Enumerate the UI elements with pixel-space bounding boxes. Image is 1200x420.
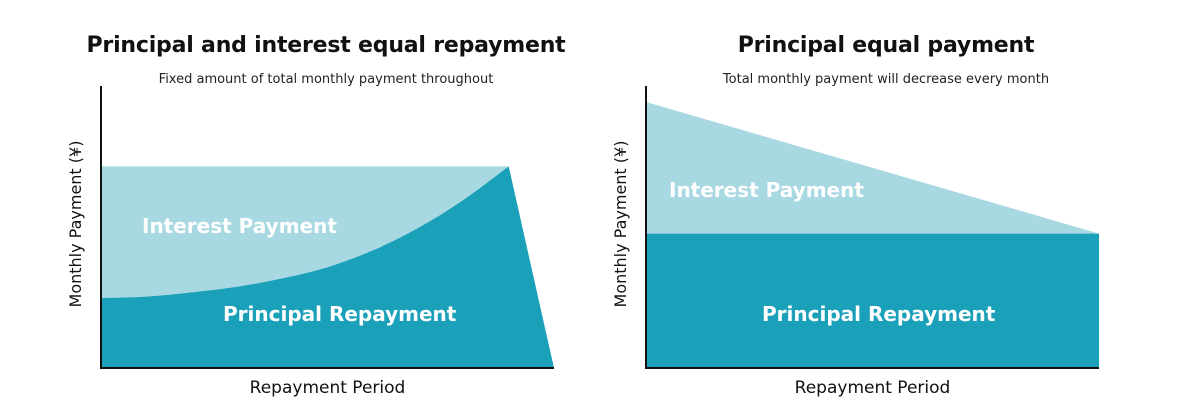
principal-area xyxy=(101,166,554,368)
interest-area xyxy=(101,166,554,298)
interest-area-label: Interest Payment xyxy=(142,214,337,238)
interest-area xyxy=(646,102,1099,234)
chart-panel-right: Principal equal payment Total monthly pa… xyxy=(600,0,1200,420)
chart-subtitle-right: Total monthly payment will decrease ever… xyxy=(722,72,1050,87)
chart-plot-right: Interest Payment Principal Repayment xyxy=(645,86,1099,369)
interest-area-label: Interest Payment xyxy=(669,178,864,202)
y-axis-label: Monthly Payment (¥) xyxy=(66,140,85,308)
chart-subtitle-left: Fixed amount of total monthly payment th… xyxy=(158,72,494,87)
chart-title-left: Principal and interest equal repayment xyxy=(86,33,566,58)
principal-area xyxy=(646,233,1099,368)
x-axis-label: Repayment Period xyxy=(794,378,951,398)
x-axis-label: Repayment Period xyxy=(249,378,406,398)
principal-area-label: Principal Repayment xyxy=(762,302,996,326)
chart-panel-left: Principal and interest equal repayment F… xyxy=(66,33,566,398)
chart-title-right: Principal equal payment xyxy=(737,33,1035,58)
y-axis-label: Monthly Payment (¥) xyxy=(611,140,630,308)
principal-area-label: Principal Repayment xyxy=(223,302,457,326)
chart-plot-left: Interest Payment Principal Repayment xyxy=(100,86,554,369)
